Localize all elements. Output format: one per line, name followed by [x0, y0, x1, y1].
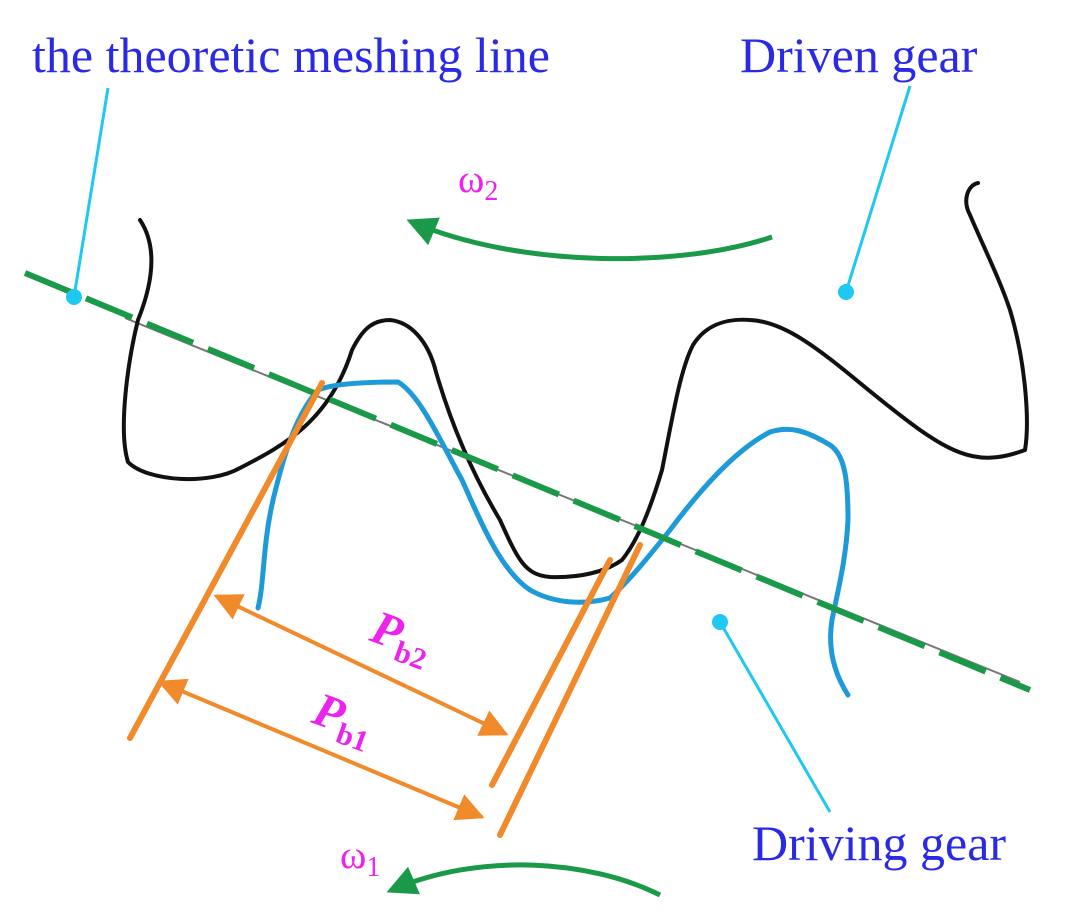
rotation-arrow-driving [386, 862, 662, 898]
rotation-arrow-driven [406, 217, 773, 262]
leader-meshing-line [72, 87, 110, 298]
pb2-dimension-arrow [213, 594, 509, 736]
driven-gear-profile [121, 181, 1029, 580]
leader-driven-gear [844, 85, 912, 293]
leader-dot-meshing-line [66, 289, 82, 305]
leader-dot-driven-gear [838, 284, 854, 300]
leader-dot-driving-gear [712, 614, 728, 630]
pitch-normal-right [497, 542, 643, 838]
label-driven-gear: Driven gear [740, 27, 978, 83]
leader-driving-gear [718, 621, 832, 813]
meshing-line [23, 270, 1032, 693]
label-driving-gear: Driving gear [752, 815, 1006, 871]
pitch-normal-left [127, 380, 325, 741]
label-omega1: ω1 [340, 832, 380, 883]
label-omega2: ω2 [458, 156, 498, 207]
pitch-normal-middle [489, 557, 613, 788]
label-meshing-line: the theoretic meshing line [32, 27, 550, 83]
pb1-dimension-arrow [157, 678, 485, 821]
driving-gear-profile [255, 379, 851, 698]
label-pb2: Pb2 [361, 600, 439, 677]
